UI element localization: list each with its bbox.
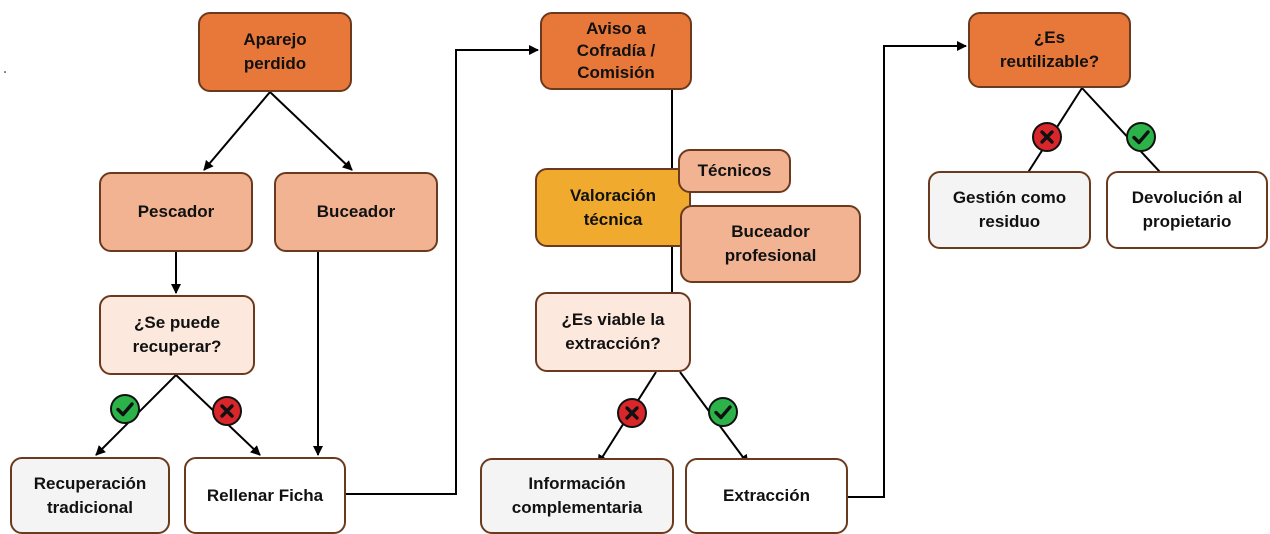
node-gestion-residuo: Gestión como residuo (928, 171, 1091, 249)
node-tecnicos: Técnicos (678, 149, 791, 193)
node-se-puede-recuperar: ¿Se puede recuperar? (99, 295, 255, 375)
node-es-reutilizable: ¿Es reutilizable? (968, 12, 1131, 88)
node-aviso-cofradia-label: Aviso a Cofradía / Comisión (576, 19, 656, 82)
node-buceador-label: Buceador (316, 202, 396, 221)
node-informacion-complementaria-label: Información complementaria (511, 474, 643, 517)
cross-icon-recuperar (212, 396, 242, 426)
node-rellenar-ficha: Rellenar Ficha (184, 457, 346, 534)
node-extraccion-label: Extracción (723, 486, 810, 505)
node-aparejo-perdido-label: Aparejo perdido (243, 30, 307, 73)
arrow-aparejo-pescador (203, 91, 271, 171)
node-es-viable-label: ¿Es viable la extracción? (561, 310, 665, 353)
cross-icon-reutilizable (1032, 122, 1062, 152)
node-aviso-cofradia: Aviso a Cofradía / Comisión (540, 12, 692, 90)
node-buceador-profesional: Buceador profesional (680, 205, 861, 283)
node-devolucion-propietario-label: Devolución al propietario (1131, 188, 1243, 231)
node-aparejo-perdido: Aparejo perdido (198, 12, 352, 92)
node-se-puede-recuperar-label: ¿Se puede recuperar? (132, 313, 222, 356)
node-es-viable: ¿Es viable la extracción? (535, 292, 691, 372)
node-informacion-complementaria: Información complementaria (480, 458, 674, 534)
node-recuperacion-tradicional: Recuperación tradicional (10, 457, 170, 534)
node-pescador: Pescador (99, 172, 253, 252)
arrow-ficha-aviso (346, 45, 539, 495)
node-devolucion-propietario: Devolución al propietario (1106, 171, 1268, 249)
node-valoracion-tecnica-label: Valoración técnica (570, 185, 656, 229)
node-valoracion-tecnica: Valoración técnica (535, 168, 691, 247)
node-recuperacion-tradicional-label: Recuperación tradicional (33, 473, 147, 517)
node-pescador-label: Pescador (137, 202, 215, 221)
stray-dot (4, 71, 6, 73)
node-rellenar-ficha-label: Rellenar Ficha (206, 485, 324, 505)
arrow-aparejo-buceador (269, 91, 353, 171)
arrow-extraccion-reutilizable (848, 41, 967, 498)
check-icon-reutilizable (1126, 122, 1156, 152)
node-extraccion: Extracción (685, 458, 848, 534)
node-buceador: Buceador (274, 172, 438, 252)
check-icon-recuperar (110, 394, 140, 424)
node-es-reutilizable-label: ¿Es reutilizable? (999, 28, 1100, 71)
node-tecnicos-label: Técnicos (697, 161, 772, 180)
check-icon-viable (708, 397, 738, 427)
cross-icon-viable (617, 398, 647, 428)
node-buceador-profesional-label: Buceador profesional (724, 222, 817, 265)
node-gestion-residuo-label: Gestión como residuo (952, 188, 1067, 231)
